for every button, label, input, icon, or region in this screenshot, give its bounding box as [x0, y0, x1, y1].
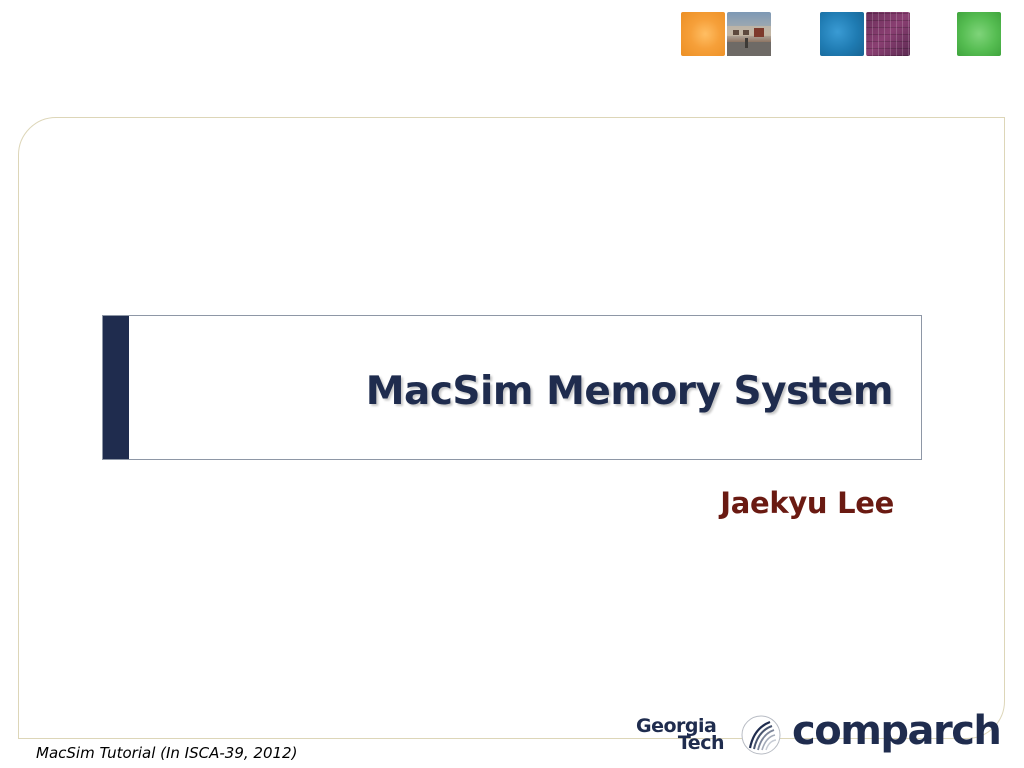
slide-frame: [18, 117, 1005, 739]
slide-author: Jaekyu Lee: [720, 486, 894, 520]
blue-square-icon: [820, 12, 864, 56]
title-box: MacSim Memory System: [102, 315, 922, 460]
circuit-photo-icon: [866, 12, 910, 56]
georgia-tech-logo-line1: Georgia: [636, 715, 717, 737]
building-photo-icon: [727, 12, 771, 56]
orange-square-icon: [681, 12, 725, 56]
comparch-logo: comparch: [792, 708, 1002, 754]
swirl-logo-icon: [740, 714, 782, 756]
green-square-icon: [957, 12, 1001, 56]
slide-title: MacSim Memory System: [365, 369, 894, 414]
georgia-tech-logo: Georgia Tech: [636, 715, 728, 758]
footer-caption: MacSim Tutorial (In ISCA-39, 2012): [36, 744, 298, 762]
title-accent-bar: [103, 316, 129, 459]
georgia-tech-logo-line2: Tech: [677, 732, 725, 754]
